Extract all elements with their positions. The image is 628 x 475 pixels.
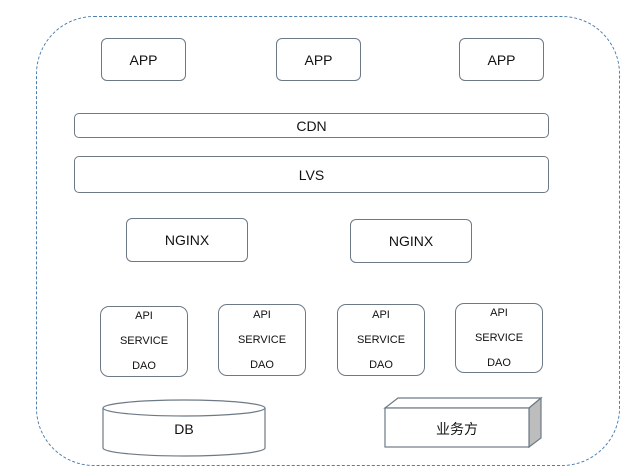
api-label: API bbox=[253, 308, 271, 321]
service-stack-1: API SERVICE DAO bbox=[100, 306, 188, 377]
nginx-box-1: NGINX bbox=[126, 218, 248, 262]
api-label: API bbox=[135, 310, 153, 322]
service-stack-2: API SERVICE DAO bbox=[218, 304, 306, 376]
api-label: API bbox=[490, 306, 508, 319]
dao-label: DAO bbox=[132, 360, 156, 372]
service-label: SERVICE bbox=[119, 335, 169, 347]
system-boundary bbox=[36, 16, 620, 466]
dao-label: DAO bbox=[250, 358, 274, 371]
cdn-label: CDN bbox=[296, 117, 327, 134]
service-label: SERVICE bbox=[474, 331, 524, 344]
app-box-2: APP bbox=[276, 38, 361, 81]
dao-label: DAO bbox=[369, 358, 393, 371]
service-stack-4: API SERVICE DAO bbox=[455, 303, 543, 373]
app-box-3: APP bbox=[459, 38, 544, 81]
lvs-bar: LVS bbox=[74, 156, 549, 193]
nginx-label: NGINX bbox=[164, 232, 210, 248]
app-box-1: APP bbox=[101, 38, 186, 81]
app-label: APP bbox=[129, 51, 158, 68]
service-label: SERVICE bbox=[356, 333, 406, 346]
service-label: SERVICE bbox=[237, 333, 287, 346]
lvs-label: LVS bbox=[298, 166, 325, 183]
cdn-bar: CDN bbox=[74, 113, 549, 138]
db-label: DB bbox=[174, 421, 194, 437]
business-label: 业务方 bbox=[436, 422, 478, 438]
nginx-box-2: NGINX bbox=[350, 219, 472, 263]
nginx-label: NGINX bbox=[388, 233, 434, 249]
dao-label: DAO bbox=[487, 356, 511, 369]
app-label: APP bbox=[487, 51, 516, 68]
api-label: API bbox=[372, 308, 390, 321]
service-stack-3: API SERVICE DAO bbox=[337, 304, 425, 376]
app-label: APP bbox=[304, 51, 333, 68]
